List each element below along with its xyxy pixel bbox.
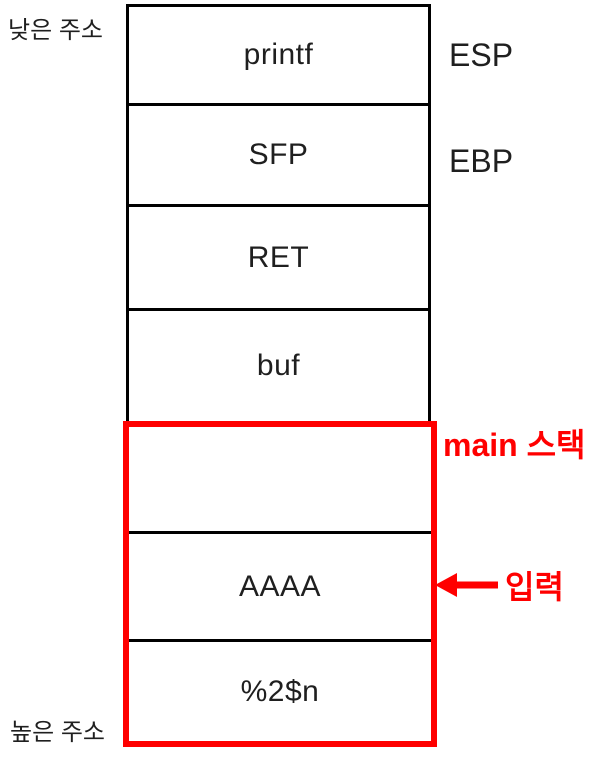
input-arrow-icon [434, 570, 498, 600]
stack-cell-ret: RET [129, 207, 428, 311]
stack-cell-aaaa: AAAA [129, 534, 431, 642]
esp-register-label: ESP [449, 37, 514, 73]
stack-cell-printf: printf [129, 7, 428, 106]
input-label: 입력 [505, 569, 564, 605]
stack-cell-format: %2$n [240, 674, 320, 708]
main-stack-label: main 스택 [443, 427, 586, 463]
main-stack-box: AAAA %2$n [123, 421, 437, 747]
ebp-register-label: EBP [449, 143, 514, 179]
printf-stack-box: printf SFP RET buf [126, 4, 431, 421]
stack-cell-buf: buf [256, 349, 301, 382]
stack-cell-empty [129, 427, 431, 534]
stack-cell-sfp: SFP [129, 106, 428, 207]
high-address-label: 높은 주소 [10, 719, 105, 746]
low-address-label: 낮은 주소 [8, 17, 103, 44]
